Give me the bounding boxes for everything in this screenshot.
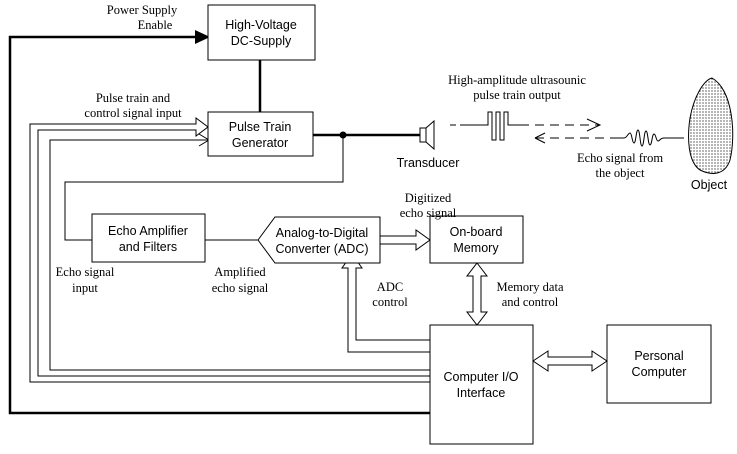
pc-line2: Computer	[632, 365, 687, 379]
echo-input-label-1: Echo signal	[56, 265, 115, 279]
hv-supply-line2: DC-Supply	[231, 34, 292, 48]
memory-block: On-board Memory	[429, 215, 524, 264]
io-interface-block: Computer I/O Interface	[429, 324, 534, 445]
echo-amp-line1: Echo Amplifier	[108, 224, 188, 238]
adc-block: Analog-to-Digital Converter (ADC)	[257, 216, 381, 264]
output-label-2: pulse train output	[473, 88, 561, 102]
object-shape	[688, 77, 734, 174]
power-enable-line	[8, 35, 430, 415]
pulse-output-wave	[450, 111, 602, 141]
pulse-generator-block: Pulse Train Generator	[207, 111, 314, 157]
power-enable-label-1: Power Supply	[107, 3, 178, 17]
io-pc-arrow	[532, 350, 608, 372]
adc-line1: Analog-to-Digital	[276, 226, 368, 240]
adc-line2: Converter (ADC)	[275, 242, 368, 256]
echo-return-wave	[534, 129, 684, 147]
hv-supply-block: High-Voltage DC-Supply	[207, 4, 316, 61]
transducer-icon	[419, 119, 435, 151]
echo-object-label-1: Echo signal from	[577, 151, 663, 165]
memory-data-label-2: and control	[502, 295, 559, 309]
echo-amp-line2: and Filters	[119, 240, 177, 254]
digitized-label-1: Digitized	[405, 191, 452, 205]
power-enable-arrowhead	[195, 30, 210, 44]
adc-control-label-2: control	[372, 295, 408, 309]
adc-to-memory-arrow	[379, 229, 431, 251]
memory-data-label-1: Memory data	[497, 280, 564, 294]
pulse-gen-line2: Generator	[232, 136, 288, 150]
echo-amplifier-block: Echo Amplifier and Filters	[91, 213, 206, 263]
transducer-label: Transducer	[397, 156, 460, 170]
power-enable-label-2: Enable	[138, 18, 173, 32]
object-label: Object	[691, 178, 728, 192]
io-to-amp-line	[49, 139, 430, 371]
pc-block: Personal Computer	[606, 324, 712, 404]
pc-line1: Personal	[634, 349, 683, 363]
hv-supply-line1: High-Voltage	[225, 18, 297, 32]
io-line1: Computer I/O	[443, 370, 518, 384]
amplified-label-2: echo signal	[212, 281, 269, 295]
echo-object-label-2: the object	[596, 166, 645, 180]
pulse-gen-line1: Pulse Train	[229, 120, 292, 134]
digitized-label-2: echo signal	[400, 206, 457, 220]
adc-control-label-1: ADC	[377, 280, 403, 294]
memory-line2: Memory	[453, 241, 499, 255]
pulse-input-label-2: control signal input	[84, 106, 182, 120]
memory-line1: On-board	[450, 225, 503, 239]
pulse-input-label-1: Pulse train and	[96, 91, 171, 105]
echo-input-label-2: input	[72, 281, 98, 295]
output-label-1: High-amplitude ultrasounic	[448, 73, 586, 87]
memory-io-arrow	[465, 262, 489, 326]
echo-return-line	[64, 135, 344, 241]
amplified-label-1: Amplified	[214, 265, 266, 279]
io-line2: Interface	[457, 386, 506, 400]
